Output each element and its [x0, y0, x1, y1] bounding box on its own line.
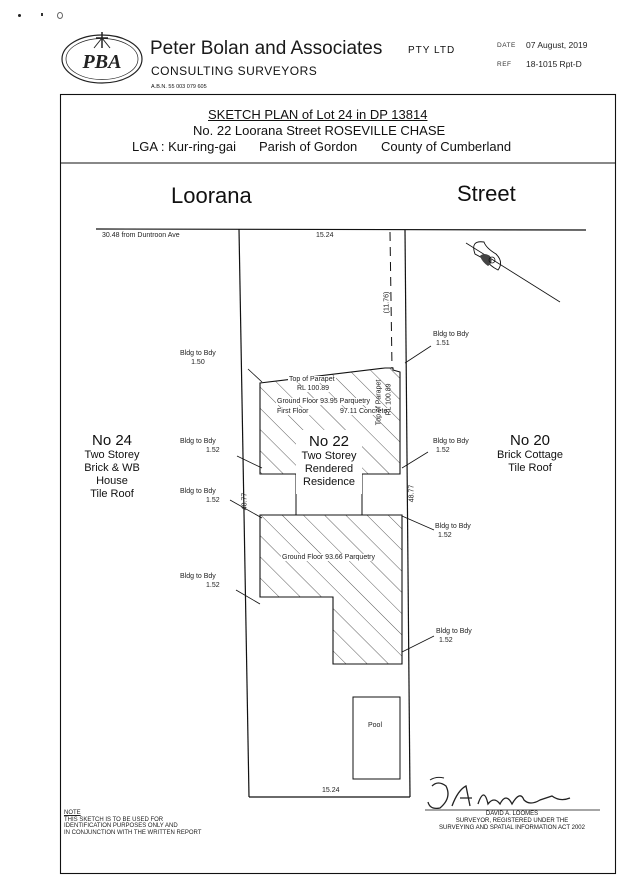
street-name-right: Street [457, 181, 516, 206]
rear-dimension: 15.24 [322, 787, 340, 794]
lot-boundary-left [238, 228, 250, 798]
building-lower [259, 514, 403, 665]
plan-lga: LGA : Kur-ring-gai [132, 139, 237, 154]
sketch-note: NOTE THIS SKETCH IS TO BE USED FOR IDENT… [64, 810, 202, 836]
surveyor-block: DAVID A. LOOMES SURVEYOR, REGISTERED UND… [439, 811, 585, 831]
ref-value: 18-1015 Rpt-D [526, 59, 582, 69]
neighbour-right-label: No 20 Brick Cottage Tile Roof [496, 432, 564, 474]
pool-label: Pool [368, 722, 383, 729]
scan-speck [41, 13, 43, 16]
ground-floor-upper: Ground Floor 93.95 Parquetry [276, 398, 371, 405]
plan-county: County of Cumberland [381, 139, 512, 154]
street-name-left: Loorana [171, 183, 252, 208]
building-upper [259, 367, 401, 475]
subject-property-label: No 22 Two Storey Rendered Residence [301, 433, 357, 488]
company-suffix: PTY LTD [408, 45, 456, 56]
first-floor-label: First Floor [276, 408, 310, 415]
company-subtitle: CONSULTING SURVEYORS [151, 64, 318, 78]
side-parapet-rl: RL 100.89 [385, 383, 393, 416]
side-parapet-label: Top of Parapet [375, 379, 383, 426]
depth-left-dimension: 48.77 [241, 492, 249, 511]
setback-dimension: (11.76) [383, 291, 391, 314]
street-alignment [95, 228, 587, 231]
depth-right-dimension: 48.77 [408, 484, 416, 503]
parapet-rl: RL 100.89 [296, 385, 331, 392]
corner-distance: 30.48 from Duntroon Ave [102, 232, 180, 239]
company-name: Peter Bolan and Associates [150, 38, 383, 59]
date-label: DATE [497, 42, 516, 49]
first-floor-value: 97.11 Concrete [339, 408, 389, 415]
lot-boundary-right [404, 229, 411, 798]
scan-speck [57, 12, 63, 19]
north-arrow-icon [465, 241, 561, 303]
abn: A.B.N. 55 003 079 605 [151, 84, 207, 90]
company-logo: PBA [61, 32, 143, 84]
neighbour-left-label: No 24 Two Storey Brick & WB House Tile R… [84, 432, 140, 500]
ground-floor-lower: Ground Floor 93.66 Parquetry [281, 554, 376, 561]
sheet-border [59, 93, 617, 875]
plan-address: No. 22 Loorana Street ROSEVILLE CHASE [193, 123, 446, 138]
logo-text: PBA [82, 51, 122, 73]
pool-outline [352, 696, 401, 780]
plan-parish: Parish of Gordon [259, 139, 358, 154]
surveyor-signature [427, 782, 571, 810]
date-value: 07 August, 2019 [526, 40, 588, 50]
plan-title: SKETCH PLAN of Lot 24 in DP 13814 [208, 107, 428, 122]
frontage-dimension: 15.24 [316, 232, 334, 239]
parapet-label: Top of Parapet [288, 376, 336, 383]
ref-label: REF [497, 61, 512, 68]
setback-dashed-line [389, 231, 393, 369]
scan-speck [18, 14, 21, 17]
